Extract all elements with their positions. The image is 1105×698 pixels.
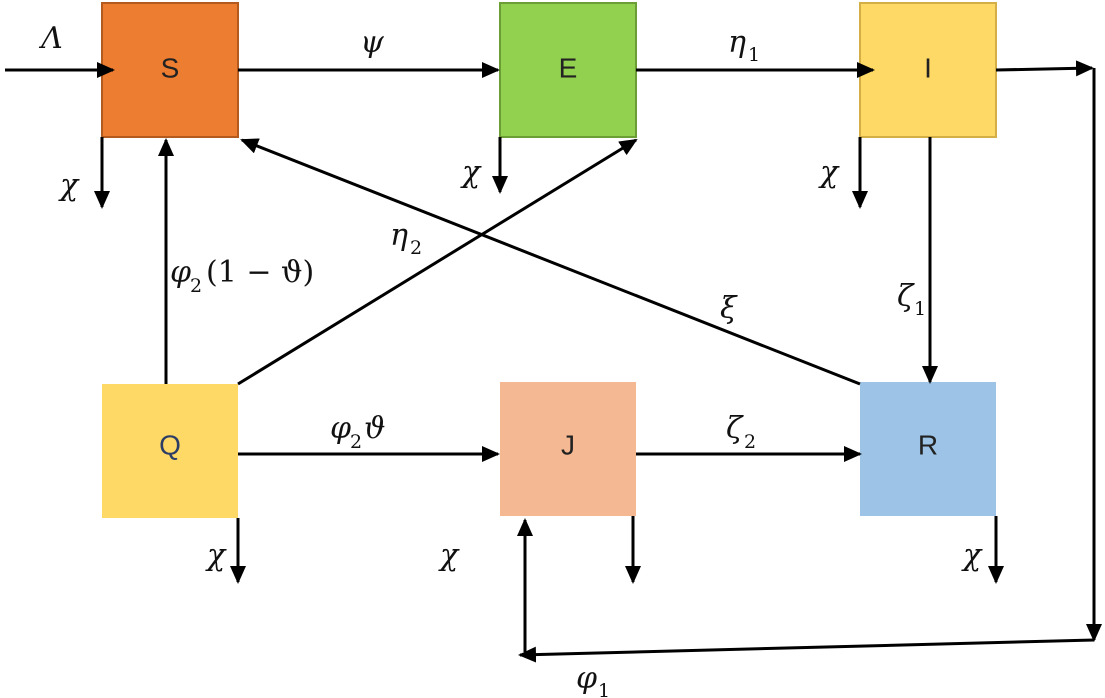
label-i: I <box>924 52 932 83</box>
rate-eta2-base: η <box>390 218 408 253</box>
rate-xi: ξ <box>720 291 738 326</box>
arrow-i-out-right <box>995 60 1094 77</box>
chi-s: χ <box>58 168 80 203</box>
rate-phi2a-tail: (1 − ϑ) <box>206 255 314 290</box>
arrow-r-to-s <box>240 138 861 386</box>
rate-lambda: Λ <box>38 21 63 56</box>
label-e: E <box>559 52 578 83</box>
box-r <box>860 382 996 516</box>
rate-phi2a-sub: 2 <box>190 275 202 297</box>
rate-phi1-sub: 1 <box>598 680 610 698</box>
label-r: R <box>918 429 938 460</box>
arrow-q-to-e <box>237 138 638 386</box>
rate-phi2b-sub: 2 <box>350 431 362 453</box>
chi-r: χ <box>961 538 983 573</box>
box-i <box>859 2 997 138</box>
rate-zeta1: ζ 1 <box>897 279 926 320</box>
rate-zeta2-sub: 2 <box>744 431 756 453</box>
rate-zeta1-sub: 1 <box>914 298 926 320</box>
rate-eta1-sub: 1 <box>748 44 760 66</box>
chi-i: χ <box>818 155 840 190</box>
rate-psi: ψ <box>360 25 384 60</box>
rate-eta1: η 1 <box>728 25 760 66</box>
rate-phi2b-base: φ <box>330 411 351 446</box>
rate-phi1: φ 1 <box>576 661 610 698</box>
rate-eta1-base: η <box>728 25 746 60</box>
chi-q: χ <box>205 538 227 573</box>
label-j: J <box>561 429 575 460</box>
rate-phi2a-base: φ <box>170 255 191 290</box>
chi-j: χ <box>438 538 460 573</box>
rate-phi2b-tail: ϑ <box>364 411 385 446</box>
rate-zeta2-base: ζ <box>726 411 744 446</box>
label-s: S <box>161 52 180 83</box>
box-s <box>101 2 239 138</box>
rate-zeta2: ζ 2 <box>726 411 756 453</box>
label-q: Q <box>159 429 181 460</box>
rate-phi1-base: φ <box>576 661 597 696</box>
arrow-loop-bottom <box>518 638 1095 663</box>
rate-zeta1-base: ζ <box>897 279 915 314</box>
box-q <box>102 384 238 518</box>
chi-e: χ <box>460 155 482 190</box>
rate-eta2: η 2 <box>390 218 422 259</box>
rate-phi2-one-minus-theta: φ 2 (1 − ϑ) <box>170 255 314 297</box>
box-e <box>499 2 637 138</box>
rate-phi2-theta: φ 2 ϑ <box>330 411 385 453</box>
rate-eta2-sub: 2 <box>410 237 422 259</box>
box-j <box>500 382 636 516</box>
